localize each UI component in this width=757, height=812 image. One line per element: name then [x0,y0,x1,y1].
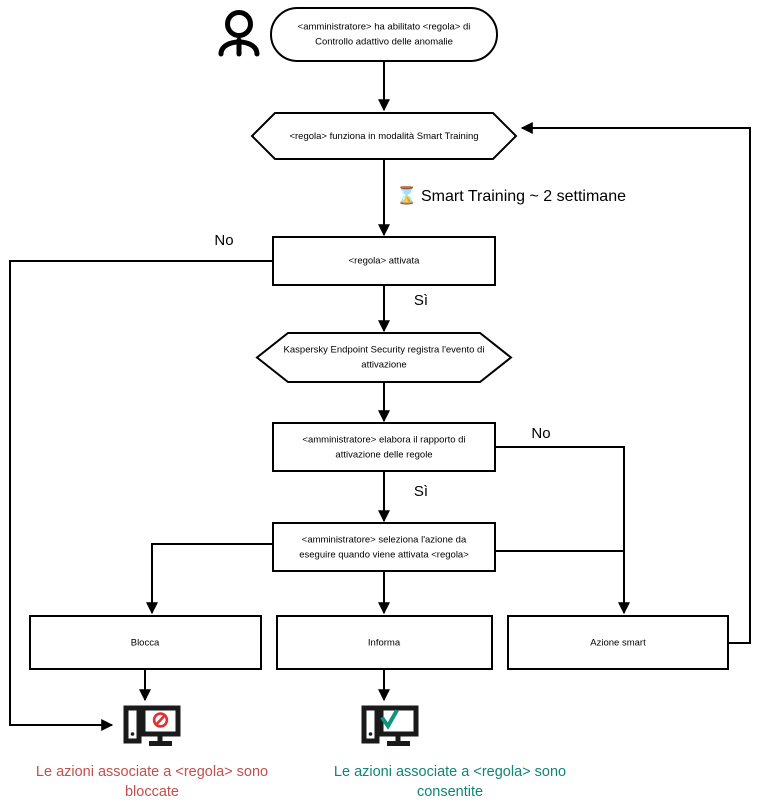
node-kes-logs-event: Kaspersky Endpoint Security registra l'e… [255,332,513,383]
node-admin-select-action-line1: <amministratore> seleziona l'azione da [302,535,467,546]
node-smart-training-line1: <regola> funziona in modalità Smart Trai… [289,131,478,142]
node-rule-activated-line1: <regola> attivata [349,256,420,267]
node-block-label: Blocca [131,638,160,649]
node-block: Blocca [29,615,262,670]
node-start: <amministratore> ha abilitato <regola> d… [270,7,498,62]
edge-smart-action-feedback-loop [520,122,751,644]
node-admin-report-line2: attivazione delle regole [335,450,432,461]
node-admin-select-action-line2: eseguire quando viene attivata <regola> [299,550,469,561]
label-admin-report-yes: Sì [414,483,428,500]
node-smart-training: <regola> funziona in modalità Smart Trai… [250,112,518,160]
edge-rule-activated-no [9,260,273,731]
edge-admin-report-no [495,446,630,615]
computer-blocked-icon [123,705,181,746]
label-rule-activated-no: No [214,232,233,249]
computer-allowed-icon [361,705,419,746]
node-kes-logs-event-line2: attivazione [361,360,406,371]
caption-blocked-line2: bloccate [125,784,179,800]
caption-allowed: Le azioni associate a <regola> sono cons… [334,764,566,800]
timer-label: Smart Training ~ 2 settimane [421,188,626,205]
caption-allowed-line2: consentite [417,784,483,800]
node-start-line2: Controllo adattivo delle anomalie [315,37,453,48]
node-inform: Informa [276,615,493,670]
node-smart-action-label: Azione smart [590,638,646,649]
edge-select-action-to-block [146,543,273,615]
node-kes-logs-event-line1: Kaspersky Endpoint Security registra l'e… [284,345,485,356]
node-rule-activated: <regola> attivata [272,236,496,286]
caption-blocked-line1: Le azioni associate a <regola> sono [36,764,268,780]
label-rule-activated-yes: Sì [414,292,428,309]
person-icon [218,10,260,57]
caption-blocked: Le azioni associate a <regola> sono bloc… [36,764,268,800]
node-admin-select-action: <amministratore> seleziona l'azione da e… [272,522,496,572]
node-start-line1: <amministratore> ha abilitato <regola> d… [298,22,471,33]
hourglass-icon: ⌛ [396,185,417,206]
node-inform-label: Informa [368,638,401,649]
timer-annotation: ⌛ Smart Training ~ 2 settimane [396,185,626,206]
caption-allowed-line1: Le azioni associate a <regola> sono [334,764,566,780]
node-smart-action: Azione smart [507,615,729,670]
node-admin-report-line1: <amministratore> elabora il rapporto di [302,435,465,446]
node-admin-report: <amministratore> elabora il rapporto di … [272,422,496,472]
label-admin-report-no: No [531,425,550,442]
